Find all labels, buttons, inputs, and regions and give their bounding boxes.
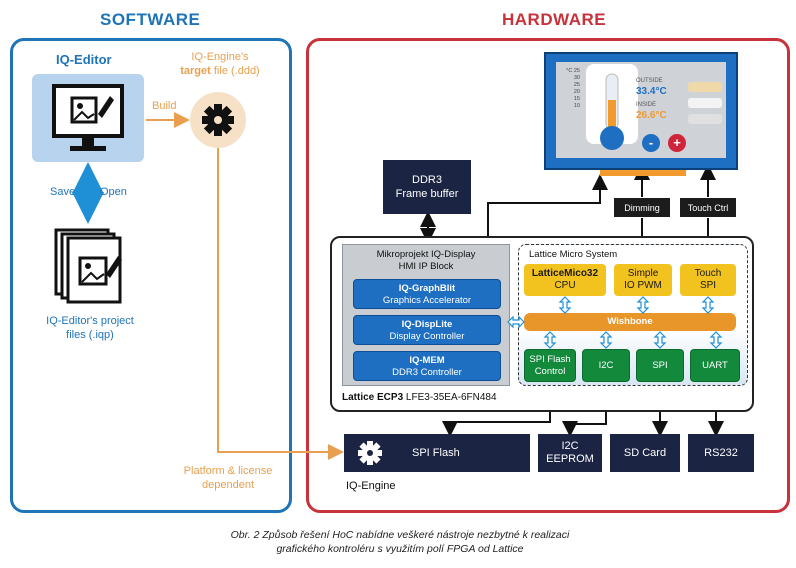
platform-line1: Platform & license (183, 465, 273, 477)
scale-4: 15 (573, 96, 580, 102)
cpu-line2: CPU (554, 280, 576, 291)
mem-block: IQ-MEM DDR3 Controller (353, 351, 501, 381)
mem-title: IQ-MEM (409, 355, 445, 366)
ddr3-line1: DDR3 (412, 174, 442, 186)
gear-icon (358, 441, 382, 465)
sd-card-block: SD Card (610, 434, 680, 472)
thermometer-icon (586, 64, 638, 150)
software-panel (10, 38, 292, 513)
touch-spi-block: Touch SPI (680, 264, 736, 296)
touch-ctrl-box: Touch Ctrl (680, 198, 736, 217)
displite-sub: Display Controller (389, 331, 465, 342)
fpga-bold: Lattice ECP3 (342, 392, 404, 403)
project-files-line2: files (.iqp) (66, 329, 114, 341)
touch-line1: Touch (694, 268, 722, 279)
spi-flash-label: SPI Flash (412, 447, 460, 459)
build-label: Build (152, 100, 177, 112)
rs232-block: RS232 (688, 434, 754, 472)
outside-value: 33.4°C (636, 86, 667, 97)
pwm-line1: Simple (627, 268, 659, 279)
spi-flash-block: SPI Flash (344, 434, 530, 472)
micro-system-title: Lattice Micro System (529, 249, 618, 260)
gear-icon (202, 104, 234, 136)
ip-block-line1: Mikroprojekt IQ-Display (376, 249, 476, 260)
temp-scale: °C 25 30 25 20 15 10 (562, 68, 580, 110)
spi-block: SPI (636, 349, 684, 382)
inside-label: INSIDE (636, 102, 657, 108)
scale-2: 25 (573, 82, 580, 88)
ddr3-frame-buffer: DDR3 Frame buffer (383, 160, 471, 214)
i2c-eeprom-line2: EEPROM (546, 453, 594, 465)
dimming-box: Dimming (614, 198, 670, 217)
ip-block-title: Mikroprojekt IQ-Display HMI IP Block (343, 249, 509, 273)
platform-line (217, 148, 344, 460)
hardware-panel (306, 38, 790, 513)
wishbone-bus: Wishbone (524, 313, 736, 331)
cpu-line1: LatticeMico32 (531, 268, 599, 279)
scale-5: 10 (573, 103, 580, 109)
touch-line2: SPI (699, 280, 717, 291)
graphblit-block: IQ-GraphBlit Graphics Accelerator (353, 279, 501, 309)
target-bold: target (180, 65, 211, 77)
inside-value: 26.6°C (636, 110, 667, 121)
i2c-block: I2C (582, 349, 630, 382)
software-header: SOFTWARE (100, 10, 201, 29)
target-line1: IQ-Engine's (191, 51, 249, 63)
scale-3: 20 (573, 89, 580, 95)
editor-box (32, 74, 144, 162)
target-file-label: IQ-Engine's target file (.ddd) (170, 50, 270, 78)
target-line2: target file (.ddd) (170, 64, 270, 78)
mem-sub: DDR3 Controller (392, 367, 462, 378)
minus-button[interactable]: - (642, 134, 660, 152)
platform-line2: dependent (202, 479, 254, 491)
graphblit-sub: Graphics Accelerator (382, 295, 472, 306)
slider-bar-2 (688, 98, 722, 108)
displite-title: IQ-DispLite (401, 319, 453, 330)
ip-block-line2: HMI IP Block (398, 261, 454, 272)
slider-bar-1 (688, 82, 722, 92)
monitor-icon (52, 84, 124, 151)
display-stand (600, 170, 686, 176)
i2c-eeprom-block: I2C EEPROM (538, 434, 602, 472)
spi-flash-ctrl-line2: Control (534, 365, 566, 377)
platform-label: Platform & license dependent (168, 464, 288, 492)
project-files-line1: IQ-Editor's project (46, 315, 134, 327)
fpga-rest: LFE3-35EA-6FN484 (403, 392, 497, 403)
slider-bar-3 (688, 114, 722, 124)
target-rest: file (.ddd) (210, 65, 260, 77)
save-label: Save (50, 186, 76, 198)
outside-label: OUTSIDE (636, 78, 663, 84)
engine-gear-circle (190, 92, 246, 148)
spiflash-link-down (442, 414, 551, 437)
scale-0: °C 25 (566, 68, 580, 74)
ipblock-display-link (487, 174, 608, 240)
graphblit-title: IQ-GraphBlit (398, 283, 456, 294)
pwm-block: Simple IO PWM (614, 264, 672, 296)
fpga-label: Lattice ECP3 LFE3-35EA-6FN484 (342, 392, 497, 403)
i2c-eeprom-line1: I2C (561, 440, 579, 452)
hardware-header: HARDWARE (502, 10, 607, 29)
spi-flash-ctrl-line1: SPI Flash (529, 353, 571, 365)
plus-button[interactable]: + (668, 134, 686, 152)
editor-title: IQ-Editor (56, 52, 112, 67)
scale-1: 30 (573, 75, 580, 81)
caption-line1: Obr. 2 Způsob řešení HoC nabídne veškeré… (230, 529, 570, 541)
displite-block: IQ-DispLite Display Controller (353, 315, 501, 345)
caption-line2: grafického kontroléru s využitím polí FP… (276, 543, 524, 555)
cpu-block: LatticeMico32 CPU (524, 264, 606, 296)
iq-engine-label: IQ-Engine (346, 480, 396, 492)
open-label: Open (100, 186, 127, 198)
display-screen: °C 25 30 25 20 15 10 OUTSIDE 33.4°C INSI… (544, 52, 738, 170)
display-inner: °C 25 30 25 20 15 10 OUTSIDE 33.4°C INSI… (556, 62, 726, 158)
spi-flash-control-block: SPI Flash Control (524, 349, 576, 382)
figure-caption: Obr. 2 Způsob řešení HoC nabídne veškeré… (140, 528, 660, 556)
ddr3-line2: Frame buffer (395, 188, 459, 200)
pwm-line2: IO PWM (624, 280, 662, 291)
ip-block: Mikroprojekt IQ-Display HMI IP Block IQ-… (342, 244, 510, 386)
project-files-label: IQ-Editor's project files (.iqp) (30, 314, 150, 342)
uart-block: UART (690, 349, 740, 382)
project-files-icon (54, 228, 122, 304)
